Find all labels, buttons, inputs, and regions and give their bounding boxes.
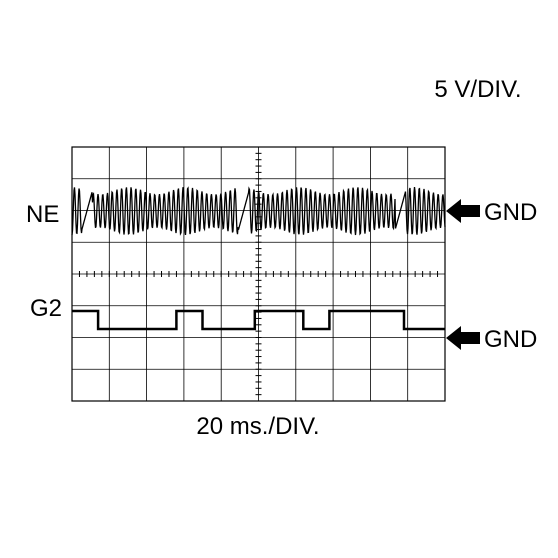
ne-channel-label: NE [26,201,59,228]
g2-ground-marker: GND [446,326,537,353]
ne-ground-arrow-icon [446,199,480,223]
time-scale-label: 20 ms./DIV. [196,413,319,440]
g2-channel-label: G2 [30,295,62,322]
g2-ground-arrow-icon [446,326,480,350]
g2-waveform [72,309,445,331]
ne-ground-label: GND [484,199,537,226]
g2-ground-label: GND [484,326,537,353]
ne-waveform [71,186,446,236]
ne-ground-marker: GND [446,199,537,226]
voltage-scale-label: 5 V/DIV. [434,76,521,103]
